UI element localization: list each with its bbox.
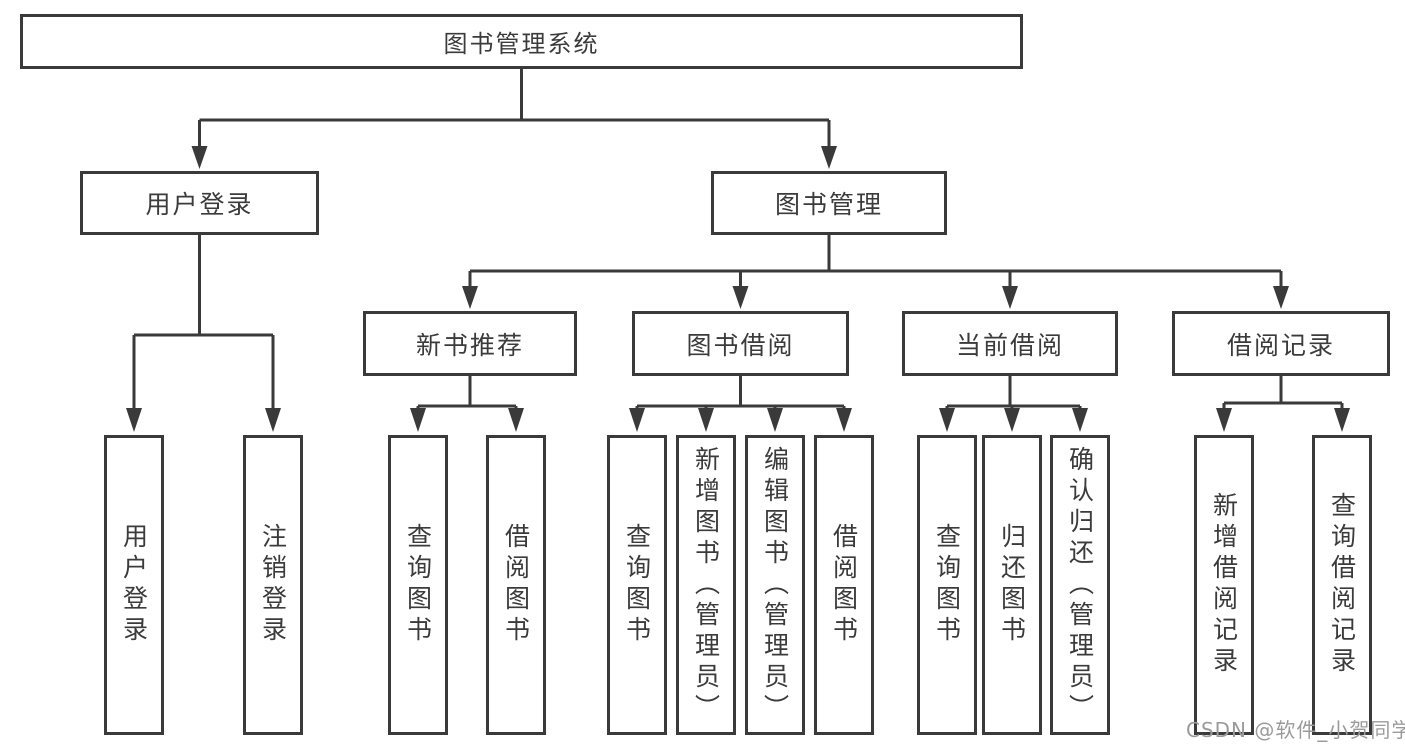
arrowhead — [821, 146, 837, 169]
leaf-add-borrowing-record: 新增借阅记录 — [1194, 435, 1254, 735]
leaf-confirm-return-admin: 确认归还（管理员） — [1050, 435, 1110, 735]
csdn-watermark: CSDN @软件_小贺同学 — [1186, 718, 1405, 742]
node-current-borrowing-label: 当前借阅 — [955, 330, 1064, 360]
leaf-query-books-current-label: 查询图书 — [932, 523, 962, 647]
leaf-query-books-newbook-label: 查询图书 — [403, 523, 433, 647]
leaf-query-books-borrowing: 查询图书 — [607, 435, 667, 735]
leaf-user-login-label: 用户登录 — [119, 523, 149, 647]
leaf-confirm-return-admin-label: 确认归还（管理员） — [1065, 445, 1095, 725]
connector-book-borrowing — [629, 375, 852, 432]
leaf-query-books-current: 查询图书 — [917, 435, 977, 735]
arrowhead — [265, 408, 281, 432]
connector-root — [191, 69, 837, 169]
leaf-user-login: 用户登录 — [104, 435, 164, 735]
node-book-borrowing-label: 图书借阅 — [686, 330, 795, 360]
leaf-return-books: 归还图书 — [982, 435, 1042, 735]
leaf-add-book-admin: 新增图书（管理员） — [676, 435, 736, 735]
connector-user-login — [126, 235, 281, 432]
arrowhead — [126, 408, 142, 432]
node-library-system: 图书管理系统 — [20, 14, 1023, 69]
arrowhead — [191, 146, 208, 169]
arrowhead — [508, 408, 524, 432]
leaf-logout-login-label: 注销登录 — [258, 523, 288, 647]
leaf-logout-login: 注销登录 — [243, 435, 303, 735]
leaf-query-borrowing-record: 查询借阅记录 — [1312, 435, 1372, 735]
arrowhead — [698, 408, 714, 432]
connector-book-management — [462, 235, 1289, 309]
arrowhead — [767, 408, 783, 432]
connector-current-borrowing — [939, 375, 1088, 432]
node-book-borrowing: 图书借阅 — [632, 311, 849, 376]
arrowhead — [629, 408, 645, 432]
leaf-add-book-admin-label: 新增图书（管理员） — [691, 445, 721, 725]
leaf-edit-book-admin: 编辑图书（管理员） — [745, 435, 805, 735]
leaf-query-books-borrowing-label: 查询图书 — [622, 523, 652, 647]
leaf-edit-book-admin-label: 编辑图书（管理员） — [760, 445, 790, 725]
arrowhead — [1216, 408, 1232, 432]
arrowhead — [1004, 408, 1020, 432]
leaf-add-borrowing-record-label: 新增借阅记录 — [1209, 492, 1239, 678]
arrowhead — [1072, 408, 1088, 432]
arrowhead — [1334, 408, 1350, 432]
arrowhead — [732, 286, 749, 309]
node-borrowing-records: 借阅记录 — [1172, 311, 1390, 376]
node-library-system-label: 图书管理系统 — [443, 30, 600, 58]
leaf-borrow-books-borrowing-label: 借阅图书 — [829, 523, 859, 647]
leaf-borrow-books-newbook: 借阅图书 — [486, 435, 546, 735]
connector-borrowing-records — [1216, 375, 1350, 432]
connector-new-book — [410, 375, 524, 432]
arrowhead — [1002, 286, 1018, 309]
node-new-book-recommendation: 新书推荐 — [363, 311, 577, 376]
node-user-login-module-label: 用户登录 — [145, 190, 254, 219]
arrowhead — [462, 286, 478, 309]
leaf-return-books-label: 归还图书 — [997, 523, 1027, 647]
leaf-borrow-books-borrowing: 借阅图书 — [814, 435, 874, 735]
node-new-book-recommendation-label: 新书推荐 — [415, 330, 524, 360]
leaf-query-borrowing-record-label: 查询借阅记录 — [1327, 492, 1357, 678]
arrowhead — [410, 408, 426, 432]
node-book-management-module-label: 图书管理 — [774, 190, 883, 219]
leaf-query-books-newbook: 查询图书 — [388, 435, 448, 735]
node-book-management-module: 图书管理 — [711, 171, 947, 235]
leaf-borrow-books-newbook-label: 借阅图书 — [501, 523, 531, 647]
node-current-borrowing: 当前借阅 — [902, 311, 1118, 376]
arrowhead — [1273, 286, 1289, 309]
node-borrowing-records-label: 借阅记录 — [1226, 330, 1335, 360]
arrowhead — [939, 408, 955, 432]
arrowhead — [836, 408, 852, 432]
node-user-login-module: 用户登录 — [80, 171, 319, 235]
